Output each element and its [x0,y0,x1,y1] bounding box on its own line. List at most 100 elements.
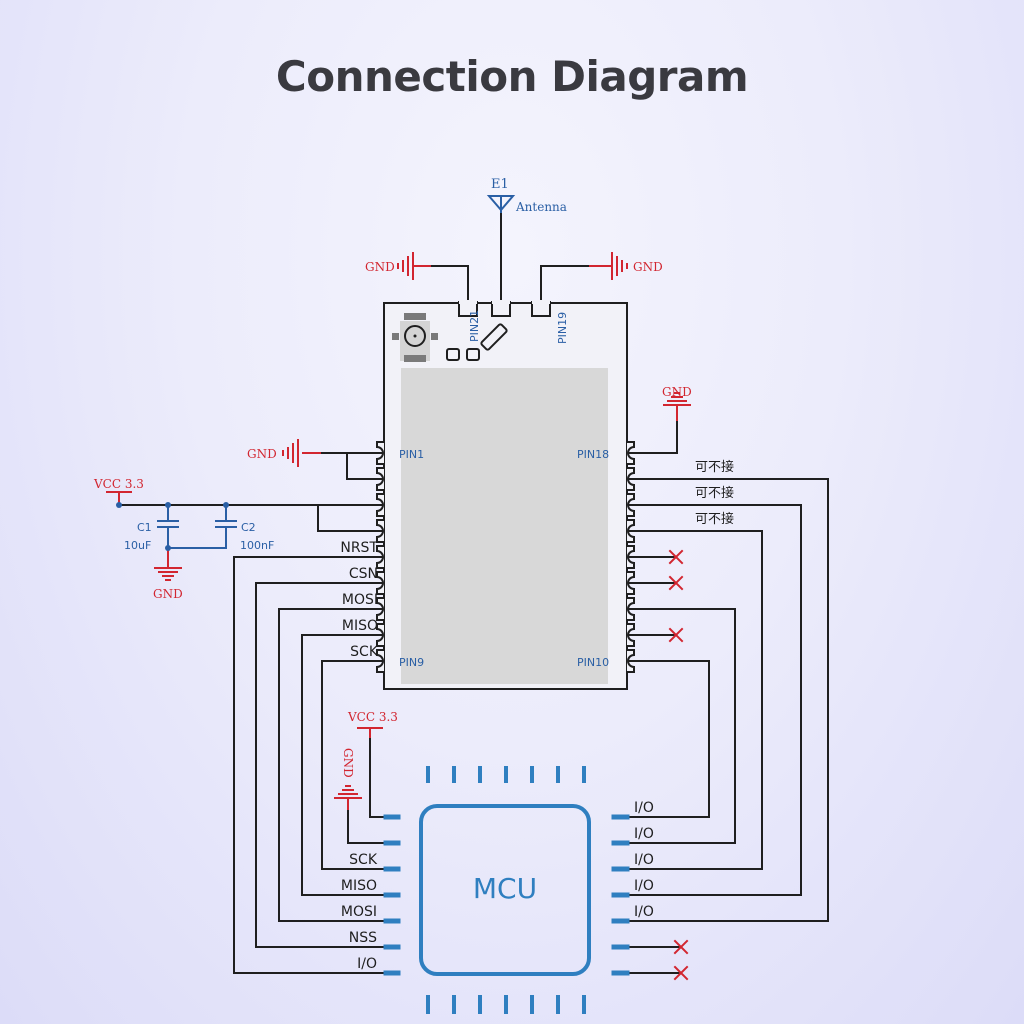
pin19-label: PIN19 [556,312,569,344]
spi-wire [321,660,386,870]
io-wire [627,478,829,922]
pin-pad [376,441,384,465]
pin18-label: PIN18 [577,448,609,461]
module-right-pin [627,571,635,595]
c1-value: 10uF [124,539,151,552]
module-left-pin [376,649,384,673]
gnd-label: GND [341,748,355,778]
no-connect-icon [668,575,684,591]
io-wire [627,660,710,818]
ground-icon [334,785,362,799]
gnd-label: GND [153,587,183,601]
mcu-body [419,804,591,976]
module-top-pad-gap [532,300,550,304]
io-wire [627,608,736,844]
no-connect-stroke [673,965,689,981]
optional-connection-label: 可不接 [695,485,734,501]
pin19-gnd-wire [540,265,590,308]
io-wire [627,504,802,896]
mcu-left-label: SCK [349,852,378,868]
pin21-label: PIN21 [468,310,481,342]
module-signal-label-nrst: NRST [340,540,378,556]
mcu-right-label: I/O [634,904,654,920]
module-signal-label-csn: CSN [349,566,378,582]
module-right-pin [627,467,635,491]
module-right-pin [627,623,635,647]
mcu-vcc-wire [369,738,386,818]
pin-pad [376,597,384,621]
pin-pad [376,545,384,569]
pin-pad [627,597,635,621]
pin21-gnd-wire [430,265,469,308]
ipex-tab [392,333,399,340]
ipex-tab [431,333,438,340]
pin-pad [376,467,384,491]
no-connect-stroke [668,549,684,565]
pin1-label: PIN1 [399,448,424,461]
ground-icon [282,439,299,467]
mcu-left-label: I/O [357,956,377,972]
pin2-gnd-wire [346,453,384,480]
io-wire [627,530,763,870]
pin-pad [627,441,635,465]
ground-icon [154,567,182,581]
ground-icon [611,252,628,280]
module-top-pad [531,301,551,317]
module-top-pad [491,301,511,317]
mcu-right-label: I/O [634,878,654,894]
no-connect-icon [673,965,689,981]
spi-wire [233,556,386,974]
pin-pad [376,519,384,543]
spi-wire [301,634,386,896]
optional-connection-label: 可不接 [695,459,734,475]
pin4-vcc-wire [317,505,384,532]
mcu-label: MCU [473,872,537,905]
mcu-left-label: MOSI [341,904,377,920]
gnd-label: GND [247,447,277,461]
module-right-pin [627,441,635,465]
pin-pad [627,649,635,673]
c1-designator: C1 [137,521,152,534]
module-left-pin [376,441,384,465]
pin-pad [627,467,635,491]
module-shield-can [401,368,608,684]
no-connect-icon [668,627,684,643]
module-right-pin [627,493,635,517]
pin-pad [627,571,635,595]
pin-pad [376,623,384,647]
module-left-pin [376,597,384,621]
module-left-pin [376,623,384,647]
junction-dot [116,502,122,508]
gnd-label: GND [662,385,692,399]
antenna-label: Antenna [515,200,567,214]
pin18-gnd-wire [627,420,678,454]
gnd-label: GND [365,260,395,274]
pin-pad [627,519,635,543]
module-left-pin [376,545,384,569]
c2-designator: C2 [241,521,256,534]
ground-icon [663,392,691,406]
no-connect-stroke [673,939,689,955]
ipex-connector-icon [400,321,430,361]
pin-pad [627,493,635,517]
antenna-designator: E1 [491,177,509,192]
smd-component [446,348,460,361]
ipex-tab [404,355,426,362]
ipex-center [413,334,417,338]
module-right-pin [627,519,635,543]
c2-value: 100nF [240,539,274,552]
mcu-right-label: I/O [634,800,654,816]
mcu-right-label: I/O [634,852,654,868]
ipex-ring [404,325,426,347]
no-connect-icon [668,549,684,565]
ipex-tab [404,313,426,320]
module-left-pin [376,519,384,543]
module-left-pin [376,493,384,517]
vcc-label: VCC 3.3 [93,477,144,491]
pin-pad [376,493,384,517]
junction-dot [165,545,171,551]
mcu-left-label: NSS [349,930,377,946]
mcu-left-label: MISO [341,878,377,894]
module-left-pin [376,467,384,491]
